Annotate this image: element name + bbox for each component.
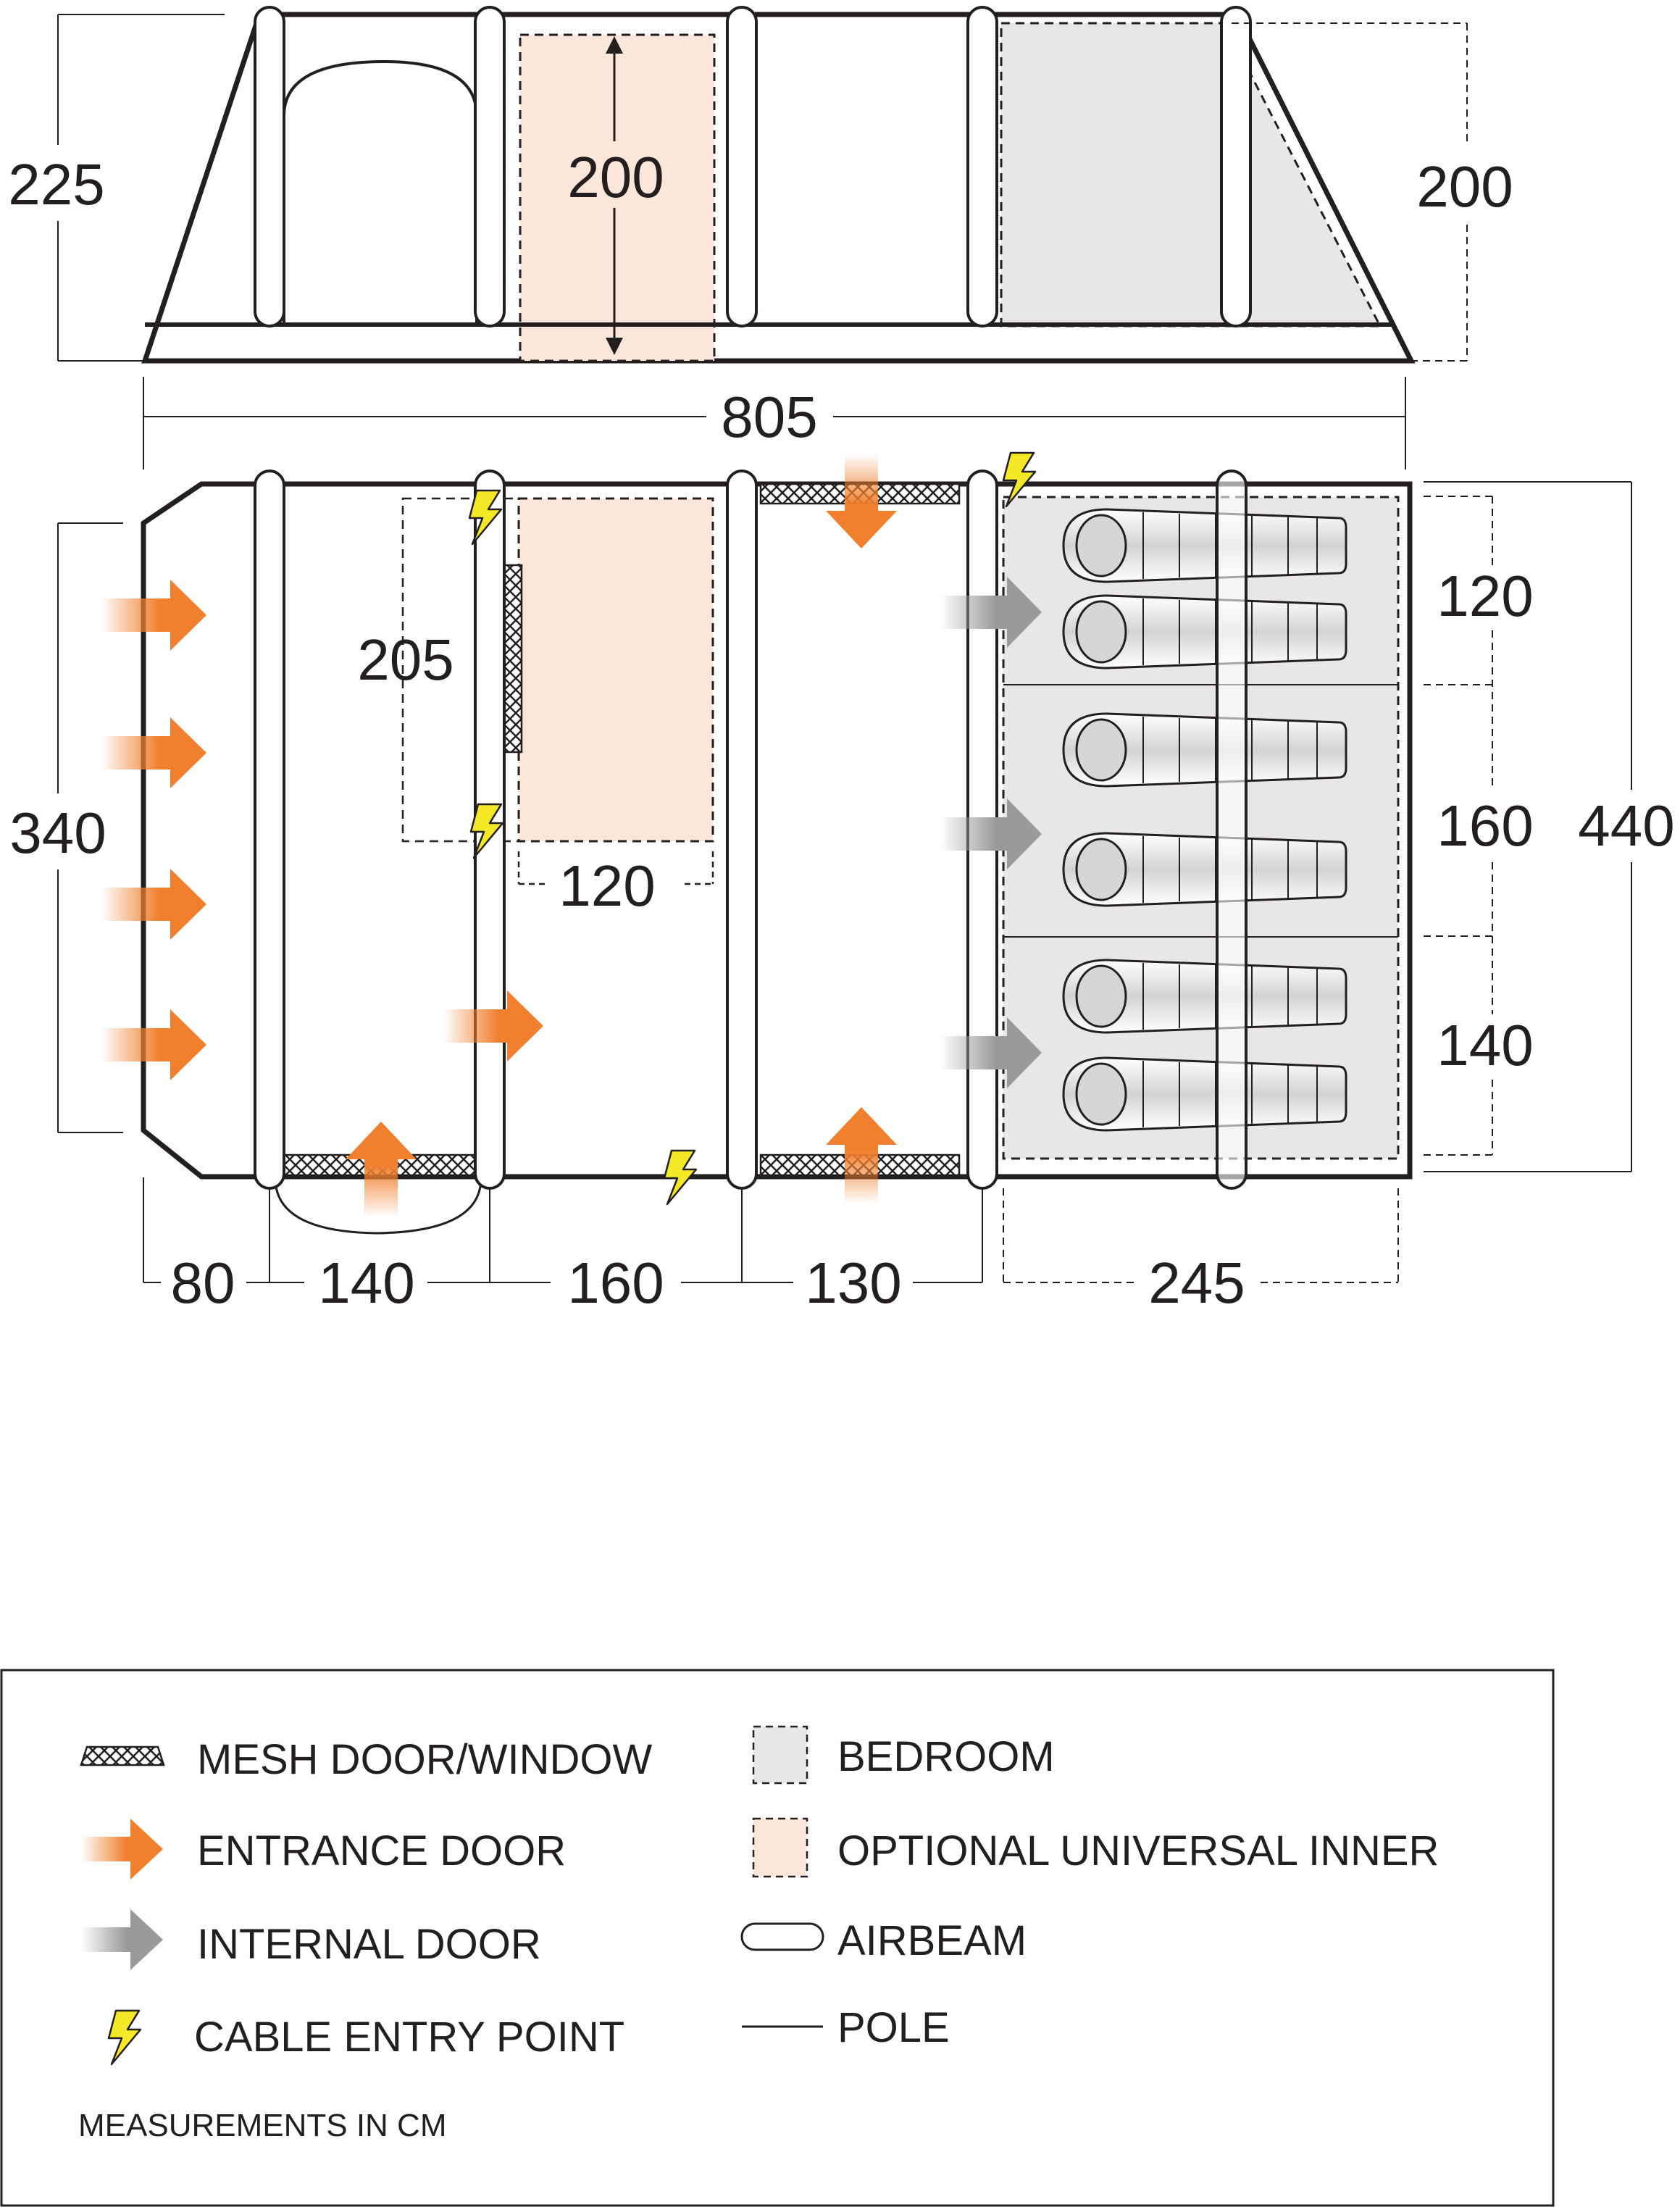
legend-mesh-label: MESH DOOR/WINDOW <box>197 1736 653 1783</box>
legend-internal-label: INTERNAL DOOR <box>197 1921 541 1968</box>
section-3-label: 160 <box>567 1251 664 1315</box>
elevation-airbeam-3 <box>726 6 758 327</box>
internal-door-arrows <box>940 577 1042 1088</box>
side-elevation: 200 225 200 <box>8 6 1513 364</box>
section-4-label: 130 <box>805 1251 901 1315</box>
floor-dimensions: 340 440 120 160 140 80 140 160 130 <box>9 481 1675 1315</box>
total-length-label: 805 <box>721 385 817 449</box>
legend: MESH DOOR/WINDOW ENTRANCE DOOR INTERNAL … <box>0 1669 1555 2207</box>
bedroom-area <box>1002 496 1400 1160</box>
section-5-label: 245 <box>1148 1251 1245 1315</box>
section-1-label: 80 <box>171 1251 235 1315</box>
legend-pole-label: POLE <box>837 2004 950 2051</box>
universal-inner-width-label: 120 <box>559 854 655 918</box>
elevation-airbeam-2 <box>474 6 506 327</box>
legend-bedroom-icon <box>752 1725 808 1785</box>
bedroom-1-width-label: 120 <box>1437 564 1533 628</box>
legend-airbeam-label: AIRBEAM <box>837 1917 1027 1964</box>
legend-internal-icon <box>81 1909 163 1970</box>
airbeam-3 <box>726 470 758 1190</box>
legend-cable-label: CABLE ENTRY POINT <box>194 2014 624 2061</box>
entrance-door-arrows <box>101 454 897 1217</box>
legend-airbeam-icon <box>740 1922 824 1951</box>
airbeam-5 <box>1216 470 1248 1190</box>
measurements-note: MEASUREMENTS IN CM <box>78 2108 446 2143</box>
legend-entrance-label: ENTRANCE DOOR <box>197 1827 566 1874</box>
elevation-door <box>283 59 478 326</box>
legend-entrance-icon <box>81 1819 163 1880</box>
section-2-label: 140 <box>318 1251 414 1315</box>
elevation-airbeam-1 <box>254 6 285 327</box>
universal-inner-length-label: 205 <box>357 627 454 692</box>
universal-inner-area <box>517 497 714 843</box>
elevation-airbeam-4 <box>966 6 998 327</box>
bedroom-2-width-label: 160 <box>1437 793 1533 858</box>
airbeam-1 <box>254 470 285 1190</box>
elevation-bedroom <box>1000 22 1382 327</box>
inner-height-bedroom-label: 200 <box>1416 154 1513 219</box>
overall-length-dimension: 805 <box>143 377 1406 470</box>
front-depth-label: 340 <box>9 801 106 865</box>
door-swing <box>274 1177 482 1235</box>
total-height-label: 225 <box>8 152 104 217</box>
floor-plan: 205 120 <box>101 451 1413 1235</box>
universal-inner-outline <box>401 497 714 843</box>
bedroom-3-width-label: 140 <box>1437 1013 1533 1077</box>
inner-height-center-label: 200 <box>567 145 664 209</box>
elevation-airbeam-5 <box>1220 6 1252 327</box>
legend-mesh-icon <box>80 1745 165 1766</box>
legend-universal-label: OPTIONAL UNIVERSAL INNER <box>837 1827 1439 1874</box>
total-width-label: 440 <box>1578 793 1674 858</box>
legend-bedroom-label: BEDROOM <box>837 1733 1055 1780</box>
legend-universal-icon <box>752 1817 808 1878</box>
